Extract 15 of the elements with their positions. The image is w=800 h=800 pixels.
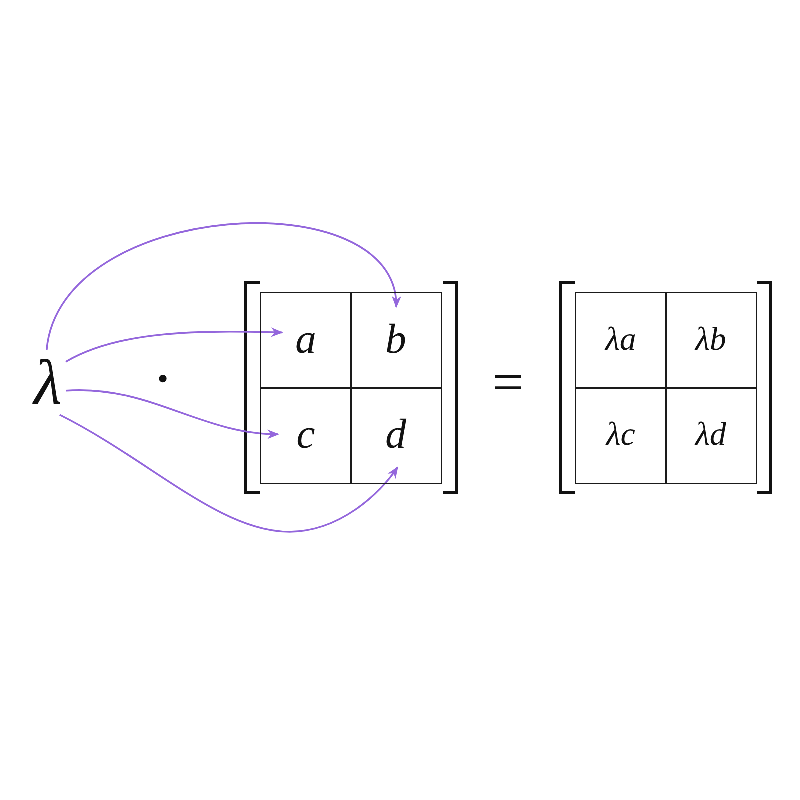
lambda-symbol: λ (30, 350, 66, 415)
matrix-cell: λb (665, 292, 757, 389)
arrow (46, 222, 399, 350)
arrow (66, 328, 284, 363)
multiplication-dot: · (152, 347, 174, 411)
matrix-cell: d (350, 387, 442, 484)
matrix-cell: a (260, 292, 352, 389)
matrix-cell: λc (575, 387, 667, 484)
arrow (59, 414, 399, 533)
matrix-cell: c (260, 387, 352, 484)
matrix-cell: λd (665, 387, 757, 484)
matrix-cell: λa (575, 292, 667, 389)
arrow (66, 390, 280, 439)
matrix-cell: b (350, 292, 442, 389)
equals-sign: = (492, 355, 524, 411)
